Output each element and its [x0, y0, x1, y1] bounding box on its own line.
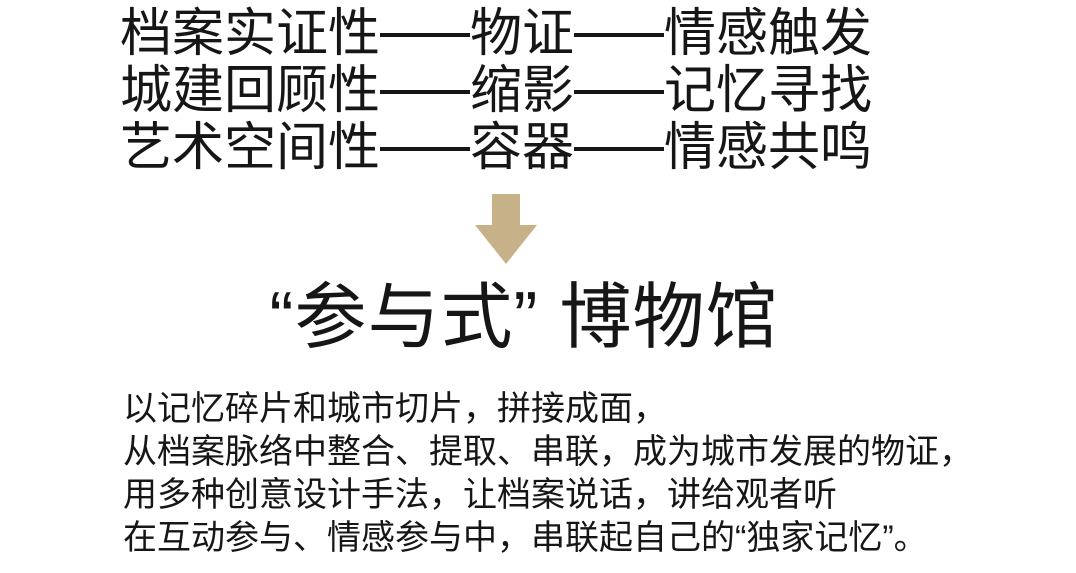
connector-line	[380, 89, 471, 94]
connector-line	[574, 89, 665, 94]
paragraph-line: 以记忆碎片和城市切片，拼接成面，	[123, 390, 667, 428]
connector-line	[574, 146, 665, 151]
concept-row: 艺术空间性 容器 情感共鸣	[120, 120, 1076, 177]
connector-line	[574, 32, 665, 37]
source-term: 城建回顾性	[120, 62, 381, 120]
concept-mapping-list: 档案实证性 物证 情感触发 城建回顾性 缩影 记忆寻找 艺术空间性 容器 情感共…	[0, 0, 1076, 177]
paragraph-line: 用多种创意设计手法，让档案说话，讲给观者听	[123, 476, 837, 514]
source-term: 档案实证性	[120, 5, 381, 63]
concept-row: 档案实证性 物证 情感触发	[120, 6, 1076, 63]
medium-term: 物证	[470, 5, 575, 63]
outcome-term: 情感共鸣	[664, 119, 873, 177]
down-arrow-icon	[0, 194, 1044, 264]
outcome-term: 记忆寻找	[664, 62, 873, 120]
medium-term: 容器	[470, 119, 575, 177]
connector-line	[380, 146, 471, 151]
down-arrow-stem	[492, 194, 520, 225]
down-arrow-head	[475, 225, 537, 264]
paragraph-line: 在互动参与、情感参与中，串联起自己的“独家记忆”。	[123, 519, 928, 557]
source-term: 艺术空间性	[120, 119, 381, 177]
outcome-term: 情感触发	[664, 5, 873, 63]
connector-line	[380, 32, 471, 37]
concept-row: 城建回顾性 缩影 记忆寻找	[120, 63, 1076, 120]
paragraph-line: 从档案脉络中整合、提取、串联，成为城市发展的物证，	[123, 433, 973, 471]
description-paragraph: 以记忆碎片和城市切片，拼接成面， 从档案脉络中整合、提取、串联，成为城市发展的物…	[123, 388, 1076, 560]
medium-term: 缩影	[470, 62, 575, 120]
main-title: “参与式” 博物馆	[269, 278, 779, 358]
